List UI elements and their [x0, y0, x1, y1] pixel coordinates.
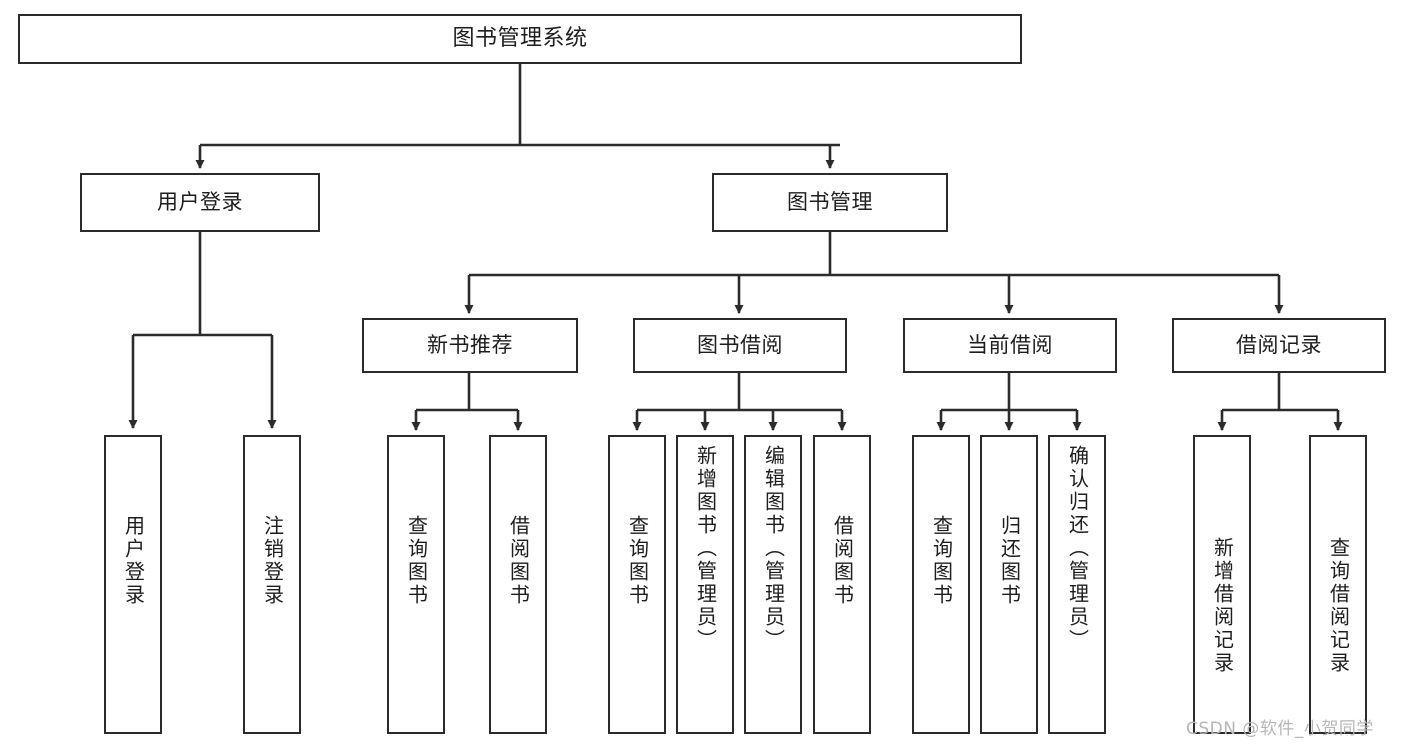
node-label: 新书推荐: [427, 333, 513, 358]
csdn-watermark: CSDN @软件_小贺同学: [1186, 719, 1374, 739]
node-leaf-confirm-return-admin[interactable]: 确认归还（管理员）: [1048, 435, 1106, 734]
node-book-management[interactable]: 图书管理: [712, 173, 948, 232]
node-label: 确认归还（管理员）: [1065, 445, 1090, 652]
node-new-book-recommendation[interactable]: 新书推荐: [362, 318, 578, 373]
node-label: 用户登录: [121, 515, 146, 607]
node-current-borrowing[interactable]: 当前借阅: [903, 318, 1117, 373]
node-label: 用户登录: [157, 190, 243, 215]
node-label: 借阅记录: [1236, 333, 1322, 358]
node-leaf-borrow-books-newbook[interactable]: 借阅图书: [489, 435, 547, 734]
node-leaf-logout[interactable]: 注销登录: [243, 435, 301, 734]
node-label: 查询借阅记录: [1326, 537, 1351, 675]
node-label: 编辑图书（管理员）: [761, 445, 786, 652]
node-leaf-query-books-newbook[interactable]: 查询图书: [387, 435, 445, 734]
node-root-book-management-system[interactable]: 图书管理系统: [18, 14, 1022, 64]
node-leaf-borrow-books[interactable]: 借阅图书: [813, 435, 871, 734]
node-label: 借阅图书: [830, 515, 855, 607]
node-label: 新增借阅记录: [1210, 537, 1235, 675]
node-label: 当前借阅: [967, 333, 1053, 358]
node-label: 图书借阅: [697, 333, 783, 358]
node-label: 借阅图书: [506, 515, 531, 607]
node-label: 新增图书（管理员）: [693, 445, 718, 652]
node-leaf-return-books[interactable]: 归还图书: [980, 435, 1038, 734]
node-leaf-add-borrow-record[interactable]: 新增借阅记录: [1193, 435, 1251, 734]
node-leaf-edit-book-admin[interactable]: 编辑图书（管理员）: [744, 435, 802, 734]
node-label: 图书管理: [787, 190, 873, 215]
node-leaf-query-books-current[interactable]: 查询图书: [912, 435, 970, 734]
node-leaf-add-book-admin[interactable]: 新增图书（管理员）: [676, 435, 734, 734]
node-label: 查询图书: [625, 515, 650, 607]
node-label: 查询图书: [404, 515, 429, 607]
node-borrowing-records[interactable]: 借阅记录: [1172, 318, 1386, 373]
node-book-borrowing[interactable]: 图书借阅: [633, 318, 847, 373]
node-label: 归还图书: [997, 515, 1022, 607]
node-leaf-user-login[interactable]: 用户登录: [104, 435, 162, 734]
node-user-login[interactable]: 用户登录: [80, 173, 320, 232]
node-label: 查询图书: [929, 515, 954, 607]
node-leaf-query-books-borrow[interactable]: 查询图书: [608, 435, 666, 734]
node-label: 注销登录: [260, 515, 285, 607]
node-label: 图书管理系统: [452, 26, 588, 52]
node-leaf-query-borrow-record[interactable]: 查询借阅记录: [1309, 435, 1367, 734]
